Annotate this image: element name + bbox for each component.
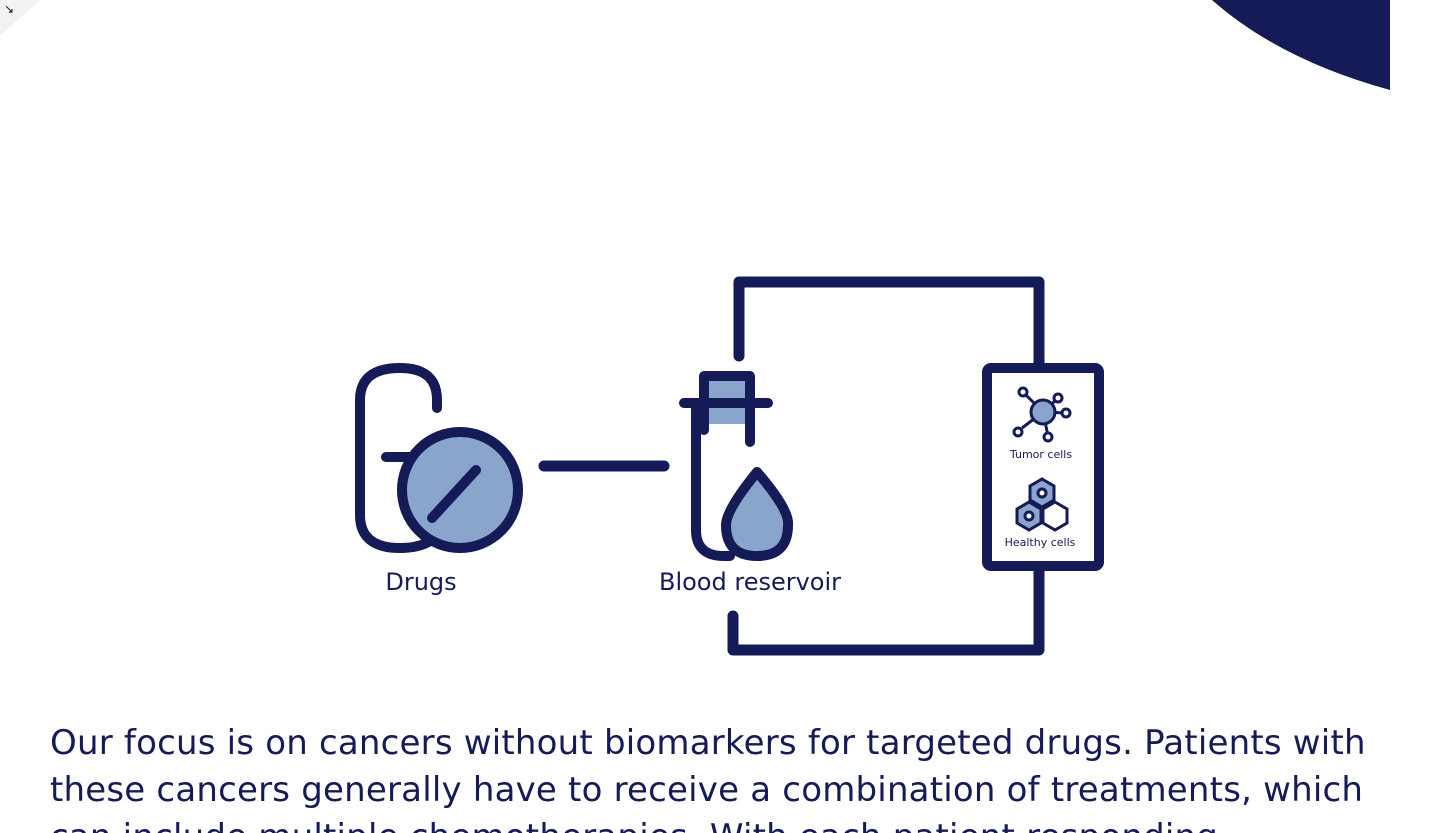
navy-arc-shape: [1212, 0, 1390, 90]
blood-reservoir-label: Blood reservoir: [659, 568, 841, 596]
loop-top-line: [733, 276, 1045, 372]
capsule-icon: [355, 363, 442, 553]
healthy-cells-label: Healthy cells: [1005, 536, 1076, 549]
circulation-diagram: Tumor cells Healthy cells Drugs Blood re…: [300, 260, 1160, 680]
healthy-cells-icon: [1015, 477, 1069, 532]
pill-icon: [397, 427, 523, 553]
diagram-svg: Tumor cells Healthy cells Drugs Blood re…: [355, 276, 1104, 656]
test-tube-icon: [679, 371, 794, 561]
drugs-label: Drugs: [385, 568, 456, 596]
decorative-shapes: [0, 0, 1390, 90]
tumor-cells-label: Tumor cells: [1009, 448, 1072, 461]
resize-arrow-icon: ↘: [4, 2, 15, 16]
cell-chamber: [982, 363, 1104, 571]
intro-paragraph: Our focus is on cancers without biomarke…: [50, 723, 1366, 833]
tumor-cell-icon: [1012, 386, 1072, 443]
loop-bottom-line: [727, 562, 1045, 656]
